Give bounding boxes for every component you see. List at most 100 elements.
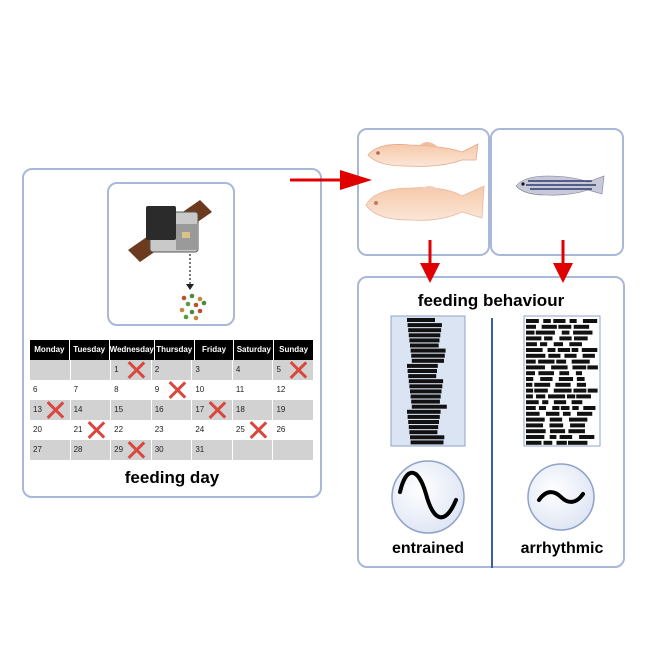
- arrhythmic-activity-bar: [526, 353, 546, 358]
- calendar-day-header: Tuesday: [70, 340, 110, 360]
- entrained-activity-bar: [408, 379, 444, 384]
- arrhythmic-activity-bar: [549, 423, 564, 428]
- calendar-day-number: 7: [73, 385, 79, 394]
- arrhythmic-activity-bar: [567, 440, 588, 445]
- entrained-activity-bar: [410, 343, 439, 348]
- arrhythmic-actogram: [523, 315, 601, 447]
- arrhythmic-activity-bar: [548, 353, 561, 358]
- calendar-day-number: 17: [195, 405, 205, 414]
- calendar-day-header: Saturday: [234, 340, 275, 360]
- arrhythmic-activity-bar: [568, 417, 588, 422]
- calendar-day-number: 22: [114, 425, 124, 434]
- entrained-activity-bar: [407, 318, 435, 322]
- calendar-day-header: Monday: [30, 340, 70, 360]
- arrhythmic-activity-bar: [573, 388, 587, 393]
- arrhythmic-activity-bar: [569, 319, 577, 323]
- arrhythmic-activity-bar: [559, 435, 573, 439]
- calendar-day-cell: [232, 440, 274, 460]
- entrained-activity-bar: [407, 323, 442, 328]
- arrhythmic-activity-bar: [575, 371, 582, 376]
- arrhythmic-activity-bar: [534, 388, 548, 393]
- calendar-day-cell: 27: [30, 440, 71, 460]
- arrhythmic-activity-bar: [559, 371, 570, 376]
- arrhythmic-activity-bar: [570, 423, 585, 428]
- calendar-day-number: 19: [276, 405, 286, 414]
- calendar-day-cell: 19: [273, 400, 313, 420]
- arrhythmic-activity-bar: [572, 406, 579, 410]
- arrhythmic-activity-bar: [582, 319, 598, 323]
- arrhythmic-activity-bar: [553, 319, 566, 323]
- arrhythmic-activity-bar: [526, 411, 540, 416]
- arrhythmic-activity-bar: [535, 330, 555, 335]
- calendar-day-number: 28: [73, 445, 83, 454]
- arrhythmic-label: arrhythmic: [520, 540, 604, 557]
- calendar-day-number: 5: [276, 365, 281, 374]
- entrained-activity-bar: [407, 409, 441, 414]
- calendar-day-number: 4: [235, 365, 241, 374]
- arrhythmic-activity-bar: [548, 394, 566, 399]
- calendar-day-number: 11: [235, 385, 245, 394]
- arrhythmic-activity-bar: [526, 324, 536, 329]
- arrhythmic-activity-bar: [583, 406, 596, 410]
- calendar-day-cell: [30, 360, 71, 380]
- arrow-to-fish-icon: [290, 170, 372, 190]
- arrhythmic-activity-bar: [540, 342, 548, 347]
- arrhythmic-activity-bar: [549, 429, 566, 434]
- entrained-activity-bar: [408, 420, 439, 424]
- calendar-day-number: 24: [195, 425, 205, 434]
- calendar-day-number: 18: [235, 405, 245, 414]
- arrhythmic-activity-bar: [543, 440, 553, 445]
- arrhythmic-activity-bar: [538, 359, 555, 364]
- calendar-day-cell: 31: [192, 440, 233, 460]
- calendar-day-cell: 10: [192, 380, 233, 400]
- calendar-day-number: 2: [154, 365, 160, 374]
- calendar-day-cell: 1: [111, 360, 152, 380]
- entrained-activity-bar: [410, 435, 445, 440]
- arrhythmic-activity-bar: [576, 411, 593, 416]
- calendar-day-header: Friday: [195, 340, 235, 360]
- arrhythmic-activity-bar: [576, 377, 585, 381]
- arrhythmic-activity-bar: [549, 417, 563, 422]
- arrhythmic-activity-bar: [553, 342, 564, 347]
- arrhythmic-activity-bar: [526, 388, 534, 393]
- arrhythmic-activity-bar: [526, 377, 534, 381]
- calendar-day-number: 27: [33, 445, 42, 454]
- calendar-day-cell: 4: [233, 360, 274, 380]
- arrhythmic-activity-bar: [526, 423, 544, 428]
- calendar-day-cell: 16: [152, 400, 193, 420]
- calendar-day-number: 31: [195, 445, 205, 454]
- calendar-day-number: 1: [114, 365, 119, 374]
- arrhythmic-activity-bar: [553, 388, 572, 393]
- calendar-day-cell: [70, 360, 112, 380]
- calendar-day-number: 8: [114, 385, 119, 394]
- calendar-day-number: 14: [73, 405, 83, 414]
- entrained-activity-bar: [410, 440, 444, 445]
- arrhythmic-activity-bar: [542, 400, 549, 405]
- calendar-day-cell: 7: [71, 380, 112, 400]
- calendar-day-cell: 13: [30, 400, 71, 420]
- calendar-day-cell: 21: [71, 420, 112, 440]
- entrained-activity-bar: [407, 363, 438, 368]
- arrhythmic-activity-bar: [526, 359, 536, 364]
- entrained-activity-bar: [408, 425, 439, 430]
- arrhythmic-activity-bar: [555, 382, 571, 387]
- arrhythmic-activity-bar: [526, 330, 535, 335]
- entrained-activity-bar: [408, 328, 442, 333]
- cavefish-bottom-icon: [365, 185, 485, 221]
- calendar-day-cell: 2: [152, 360, 193, 380]
- panel-divider: [491, 318, 493, 568]
- arrhythmic-activity-bar: [545, 411, 560, 416]
- automatic-feeder-icon: [128, 200, 212, 290]
- arrhythmic-activity-bar: [526, 400, 539, 405]
- calendar-day-number: 16: [154, 405, 164, 414]
- calendar-day-cell: 29: [111, 440, 152, 460]
- arrhythmic-activity-bar: [581, 348, 598, 352]
- calendar-day-number: 29: [114, 445, 124, 454]
- calendar-day-cell: 28: [71, 440, 112, 460]
- calendar-day-number: 6: [33, 385, 38, 394]
- entrained-activity-bar: [408, 333, 441, 338]
- calendar-day-cell: 9: [152, 380, 193, 400]
